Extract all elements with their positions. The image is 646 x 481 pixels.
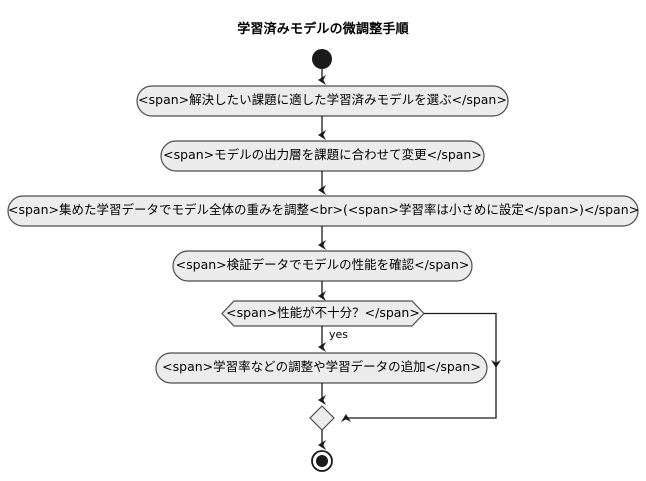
activity-label-choose-model: <span>解決したい課題に適した学習済みモデルを選ぶ</span> xyxy=(138,92,507,107)
activity-label-change-output-layer: <span>モデルの出力層を課題に合わせて変更</span> xyxy=(163,147,482,162)
loop-direction-arrow-icon xyxy=(491,360,501,368)
page-title: 学習済みモデルの微調整手順 xyxy=(237,22,409,37)
end-node-core xyxy=(316,455,328,467)
activity-label-validate-performance: <span>検証データでモデルの性能を確認</span> xyxy=(175,257,470,272)
activity-label-train-weights: <span>集めた学習データでモデル全体の重みを調整<br>(<span>学習率… xyxy=(8,202,640,217)
activity-label-tune-and-add-data: <span>学習率などの調整や学習データの追加</span> xyxy=(162,359,481,374)
start-node xyxy=(312,49,332,69)
decision-performance-insufficient xyxy=(221,300,425,327)
activity-train-weights xyxy=(7,195,639,227)
decision-label-performance-insufficient: <span>性能が不十分？</span> xyxy=(226,305,420,320)
edge-label-yes: yes xyxy=(329,328,349,341)
merge-node xyxy=(309,405,335,431)
